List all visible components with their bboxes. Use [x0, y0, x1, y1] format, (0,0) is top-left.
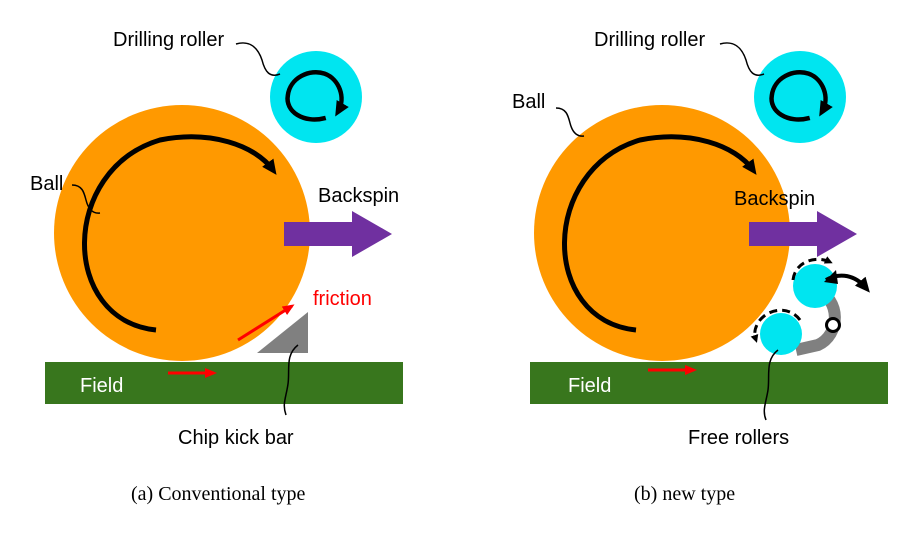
roller-spin-arrow: [285, 70, 349, 122]
drilling-roller: [754, 51, 846, 143]
caption-a: (a) Conventional type: [131, 483, 306, 505]
free-roller-upper-rotation-icon: [791, 256, 833, 281]
free-rollers-label: Free rollers: [688, 427, 789, 449]
friction-label: friction: [313, 288, 372, 310]
free-roller-upper: [793, 264, 837, 308]
backspin-arrow: [749, 211, 857, 257]
panel-b: Field Drilling roller Ball Backspin Free…: [512, 29, 888, 505]
roller-spin-arrow: [769, 70, 833, 122]
drilling-roller-label: Drilling roller: [113, 29, 224, 51]
chip-kick-bar-label: Chip kick bar: [178, 427, 294, 449]
drilling-roller-label: Drilling roller: [594, 29, 705, 51]
caption-b: (b) new type: [634, 483, 735, 505]
ball: [54, 105, 310, 361]
ball-leader: [71, 184, 101, 214]
drilling-roller-leader: [235, 42, 281, 76]
ball-spin-arrow: [82, 134, 277, 333]
panel-a: Field Drilling roller Ball Backspin fric…: [30, 29, 403, 505]
backspin-arrow: [284, 211, 392, 257]
pivot-icon: [825, 317, 841, 333]
friction-arrow: [237, 304, 295, 342]
field-bar: [45, 362, 403, 404]
ball-label: Ball: [30, 173, 63, 195]
field-bar: [530, 362, 888, 404]
holder-swing-arrow-tail: [824, 270, 838, 284]
field-label: Field: [80, 375, 123, 397]
ball-spin-arrow: [562, 134, 757, 333]
field-label: Field: [568, 375, 611, 397]
backspin-label: Backspin: [318, 185, 399, 207]
chip-kick-bar: [257, 312, 308, 353]
ball-label: Ball: [512, 91, 545, 113]
drilling-roller-leader: [719, 42, 765, 76]
free-roller-lower-rotation-icon: [750, 308, 802, 343]
drilling-roller: [270, 51, 362, 143]
ball: [534, 105, 790, 361]
ball-leader: [555, 107, 585, 137]
free-roller-lower: [760, 313, 802, 355]
backspin-label: Backspin: [734, 188, 815, 210]
free-rollers-leader: [763, 349, 779, 421]
chip-kick-bar-leader: [283, 344, 299, 416]
